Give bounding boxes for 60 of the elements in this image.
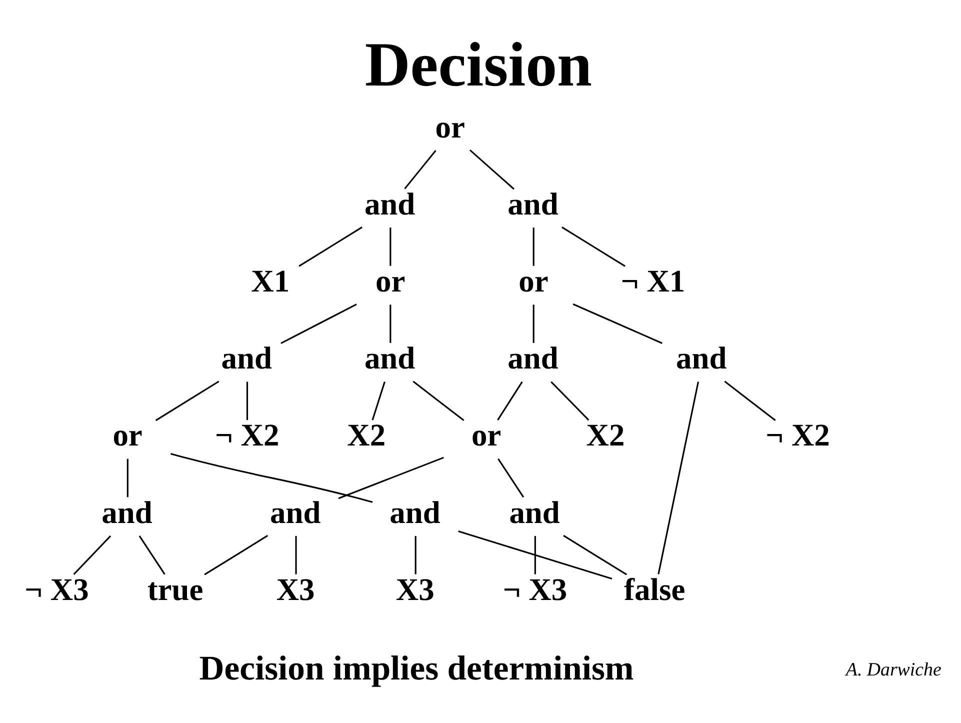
connector	[295, 536, 297, 574]
node-text: X2	[586, 418, 625, 453]
connector	[534, 536, 536, 574]
node-text: ¬ X3	[502, 572, 568, 607]
connector	[498, 458, 524, 498]
node-text: or	[518, 263, 548, 298]
connector	[155, 380, 220, 422]
connector	[572, 303, 662, 344]
node-text: ¬ X2	[214, 418, 280, 453]
connector	[390, 304, 392, 343]
node-text: and	[508, 186, 558, 222]
label: A. Darwiche	[846, 660, 942, 681]
diagram-title: Decision	[364, 29, 592, 100]
connector	[532, 304, 534, 343]
node-text: ¬ X2	[766, 418, 830, 453]
node-text: and	[364, 186, 416, 222]
node-text: X3	[396, 572, 434, 607]
connector	[412, 380, 464, 422]
connector	[414, 536, 416, 574]
connector	[404, 150, 436, 190]
connector	[170, 452, 373, 503]
connector	[280, 304, 357, 344]
connector	[458, 530, 612, 580]
connector	[658, 382, 700, 574]
node-text: and	[676, 340, 727, 376]
connector	[246, 382, 248, 420]
node-text: or	[112, 418, 142, 453]
connector	[298, 226, 362, 267]
connector	[138, 536, 166, 575]
node-text: and	[509, 494, 560, 530]
connector	[338, 456, 444, 500]
connector	[73, 535, 112, 575]
node-text: or	[471, 418, 502, 453]
node-text: and	[390, 494, 440, 530]
node-text: true	[147, 572, 204, 607]
node-text: or	[435, 109, 465, 144]
connector	[532, 228, 534, 266]
node-text: ¬ X1	[620, 263, 686, 298]
connector	[724, 380, 776, 422]
node-text: and	[364, 340, 416, 376]
connector	[550, 381, 590, 421]
node-text: X3	[276, 572, 315, 607]
node-text: false	[624, 572, 686, 607]
connector	[126, 458, 128, 498]
node-text: and	[102, 494, 152, 530]
connector	[390, 228, 392, 266]
node-text: or	[375, 263, 406, 298]
node-text: and	[221, 340, 272, 376]
connector	[562, 226, 626, 267]
connector	[372, 382, 386, 420]
connector	[497, 381, 523, 420]
label: Decision implies determinism	[199, 649, 634, 688]
connector	[469, 150, 514, 190]
connector	[563, 534, 628, 576]
connector	[204, 534, 268, 576]
node-text: ¬ X3	[24, 572, 89, 607]
node-text: X1	[251, 263, 290, 298]
node-text: X2	[347, 418, 386, 453]
node-text: and	[270, 494, 321, 530]
node-text: and	[508, 340, 558, 376]
